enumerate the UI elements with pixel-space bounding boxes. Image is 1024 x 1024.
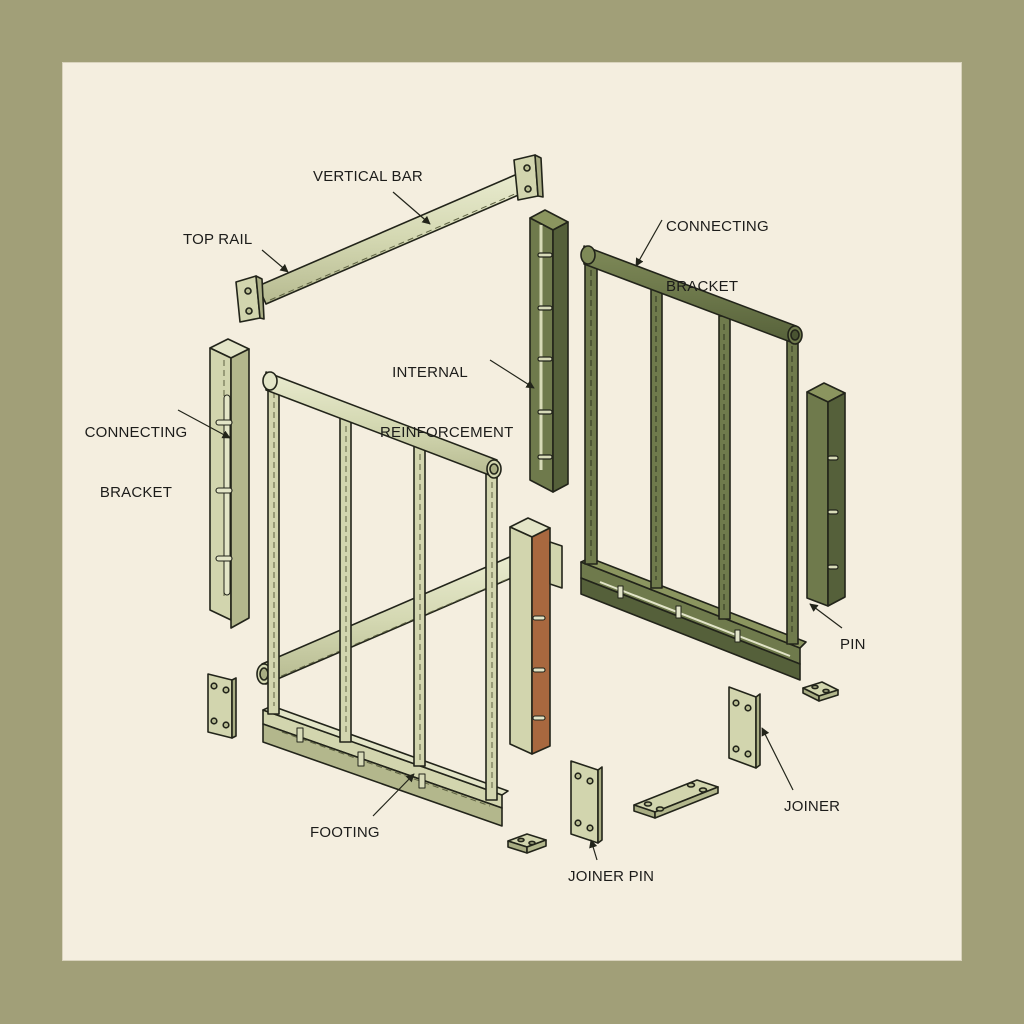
diagonal-brace [256, 555, 517, 685]
small-plate-right [802, 681, 839, 702]
label-joiner-pin: JOINER PIN [568, 868, 655, 885]
flat-plate [633, 779, 719, 819]
label-connecting-bracket-right: CONNECTING BRACKET [666, 177, 769, 317]
label-joiner: JOINER [784, 798, 841, 815]
label-internal-reinforcement: INTERNAL REINFORCEMENT [380, 323, 514, 463]
top-rail-bar [235, 154, 544, 323]
joiner-plate [728, 686, 761, 769]
label-line: CONNECTING [666, 218, 769, 235]
label-pin: PIN [840, 636, 866, 653]
joiner-pin-plate [570, 760, 603, 844]
label-line: INTERNAL [392, 364, 468, 381]
center-post [509, 517, 563, 755]
label-top-rail: TOP RAIL [183, 231, 253, 248]
label-line: CONNECTING [84, 424, 188, 441]
small-plate-bottom [507, 833, 547, 854]
label-line: REINFORCEMENT [380, 424, 514, 441]
label-line: BRACKET [99, 484, 173, 501]
label-connecting-bracket-left: CONNECTING BRACKET [82, 383, 190, 523]
joiner-plate-left [207, 673, 237, 739]
left-connecting-bracket [209, 338, 250, 629]
right-panel [580, 245, 807, 681]
label-line: BRACKET [666, 278, 739, 295]
label-footing: FOOTING [310, 824, 380, 841]
internal-reinforcement-post [529, 209, 569, 493]
pin-post [806, 382, 846, 607]
label-vertical-bar: VERTICAL BAR [313, 168, 423, 185]
left-panel [262, 371, 509, 827]
leader-lines [177, 191, 843, 861]
